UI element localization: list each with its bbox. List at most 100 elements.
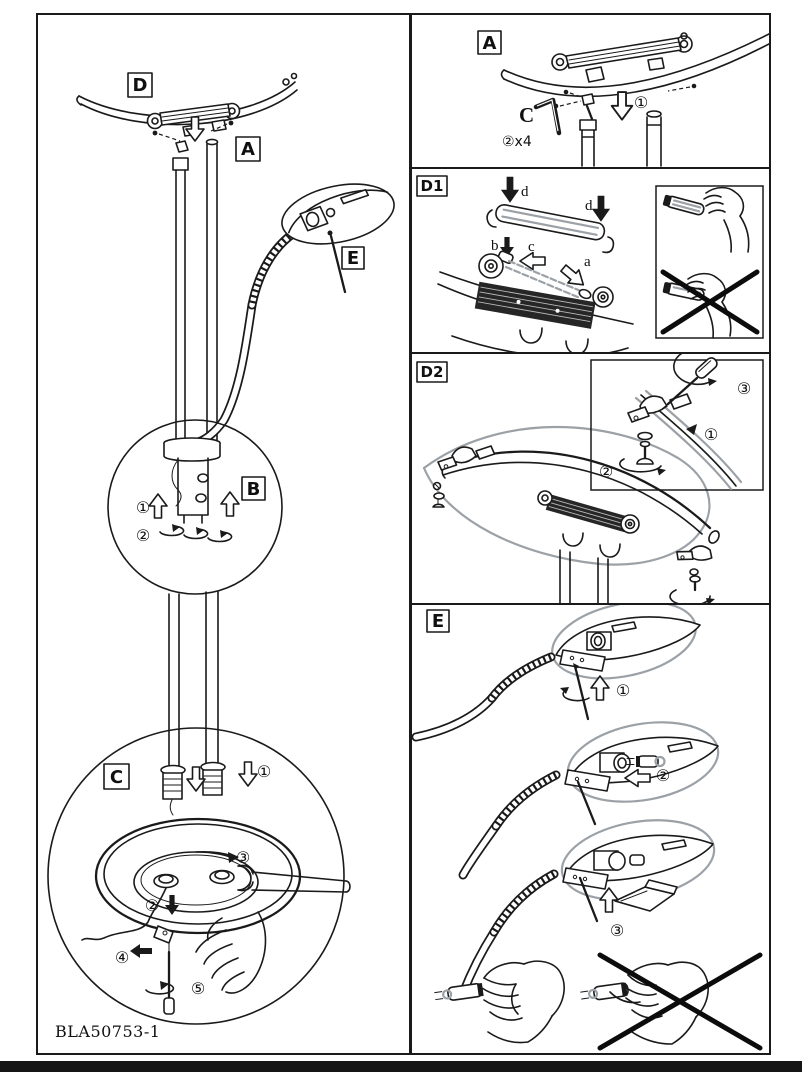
step-number: ①	[616, 681, 630, 700]
glass-shield	[495, 203, 606, 241]
step-number: ③	[236, 848, 250, 867]
rotate-arrow-icon	[562, 689, 590, 702]
screw-icon	[152, 130, 158, 136]
step-number: ①	[704, 425, 718, 444]
panel-d1-label: D1	[421, 177, 444, 195]
step-number: ④	[115, 948, 129, 967]
mount-tab	[585, 66, 605, 83]
callout-label-c: C	[110, 767, 123, 788]
crossbar-with-tube	[537, 490, 640, 603]
arrow-left-icon	[130, 944, 152, 958]
allen-key-icon	[329, 234, 347, 294]
step-number: ②	[656, 766, 670, 785]
panel-a-label: A	[483, 33, 497, 54]
panel-e-label: E	[432, 611, 444, 632]
screw-icon	[228, 120, 234, 126]
arrow-letter-c: c	[528, 239, 535, 255]
rotate-arrow-icon	[673, 354, 713, 386]
allen-key-icon	[574, 668, 590, 721]
prohibition-x-icon	[597, 952, 763, 1051]
arrow-diagonal-outline-icon	[560, 264, 585, 286]
arrow-up-icon	[590, 675, 610, 701]
rotate-arrow-icon	[159, 524, 233, 543]
panel-e-frame	[410, 603, 771, 1055]
detail-circle-c: ① ③ ② ④	[47, 727, 351, 1025]
clip-left	[432, 445, 496, 508]
label-box-a	[235, 136, 261, 162]
arrow-left-outline-icon	[519, 251, 546, 271]
clip-right	[669, 545, 715, 603]
bulb-correct	[662, 194, 705, 216]
screw-qty-label: ②x4	[502, 134, 532, 150]
label-box-d2	[416, 361, 448, 383]
power-cord	[81, 887, 167, 941]
gooseneck-ribs	[248, 229, 297, 306]
label-box-d1	[416, 175, 448, 197]
page-frame	[36, 13, 771, 1055]
detail-circle-b: ① ② B	[107, 419, 283, 595]
panel-overview: ① ② B ①	[47, 72, 395, 1041]
part-number: BLA50753-1	[55, 1022, 160, 1041]
allen-key-icon	[533, 97, 562, 136]
tool-letter: C	[519, 103, 534, 127]
panel-d1: d d b c a	[416, 175, 764, 352]
bulb-holder-bar	[437, 253, 634, 352]
arrow-letter-b: b	[491, 238, 499, 254]
arrow-up-icon	[220, 491, 240, 517]
wrench-icon	[237, 864, 351, 893]
scan-edge-bar	[0, 1061, 802, 1072]
handling-wrong	[580, 952, 763, 1051]
arrow-letter-d: d	[585, 198, 593, 214]
step-number: ③	[610, 921, 624, 940]
allen-key-icon	[576, 780, 597, 826]
screw-icon	[563, 89, 569, 95]
bulb-handling-inset	[655, 185, 764, 339]
arrow-down-icon	[238, 761, 258, 787]
panel-a: ① C ②x4 A	[477, 30, 769, 167]
reading-lamp	[193, 183, 395, 447]
mount-tab	[647, 57, 665, 71]
hand-correct-illustration	[703, 186, 750, 253]
halogen-bulb-illustration	[626, 755, 666, 768]
stage-2: ②	[458, 721, 720, 880]
arrow-up-icon	[148, 493, 168, 519]
step-number: ①	[136, 498, 150, 517]
step-number: ③	[737, 379, 751, 398]
top-bowl-frame	[76, 72, 298, 142]
arrow-letter-d: d	[521, 184, 529, 200]
step-number: ②	[136, 526, 150, 545]
label-box-d	[127, 72, 153, 98]
rotate-arrow-icon	[619, 458, 662, 473]
callout-label-d: D	[133, 75, 148, 96]
screwdriver-icon	[163, 943, 175, 1015]
label-box-e	[341, 246, 365, 270]
panel-e: ① ②	[412, 605, 763, 1051]
callout-label-e: E	[347, 248, 359, 269]
arrow-down-icon	[500, 176, 520, 203]
arrow-down-icon	[165, 895, 179, 915]
panel-d2: ③ ① ② D2	[416, 354, 764, 603]
pole-right	[646, 110, 662, 167]
halogen-bulb-illustration	[497, 250, 592, 300]
screw-icon	[691, 83, 697, 89]
label-box-b	[241, 476, 266, 501]
hand-illustration	[195, 911, 267, 994]
callout-label-b: B	[247, 479, 261, 500]
reflector-shield	[614, 879, 678, 912]
label-box-c	[103, 763, 130, 790]
step-number: ⑤	[191, 979, 205, 998]
arrow-left-outline-icon	[624, 768, 651, 788]
step-number: ①	[257, 762, 271, 781]
pole-left	[579, 93, 597, 167]
step-number: ①	[634, 93, 648, 112]
rotate-arrow-icon	[145, 982, 175, 995]
clip-detail-inset: ③ ① ②	[590, 354, 764, 491]
support-poles	[168, 138, 219, 771]
arrow-down-icon	[591, 195, 611, 222]
label-box-a	[477, 30, 502, 55]
lamp-head	[281, 183, 395, 245]
allen-key-icon	[578, 876, 599, 923]
stage-1: ①	[412, 605, 701, 742]
